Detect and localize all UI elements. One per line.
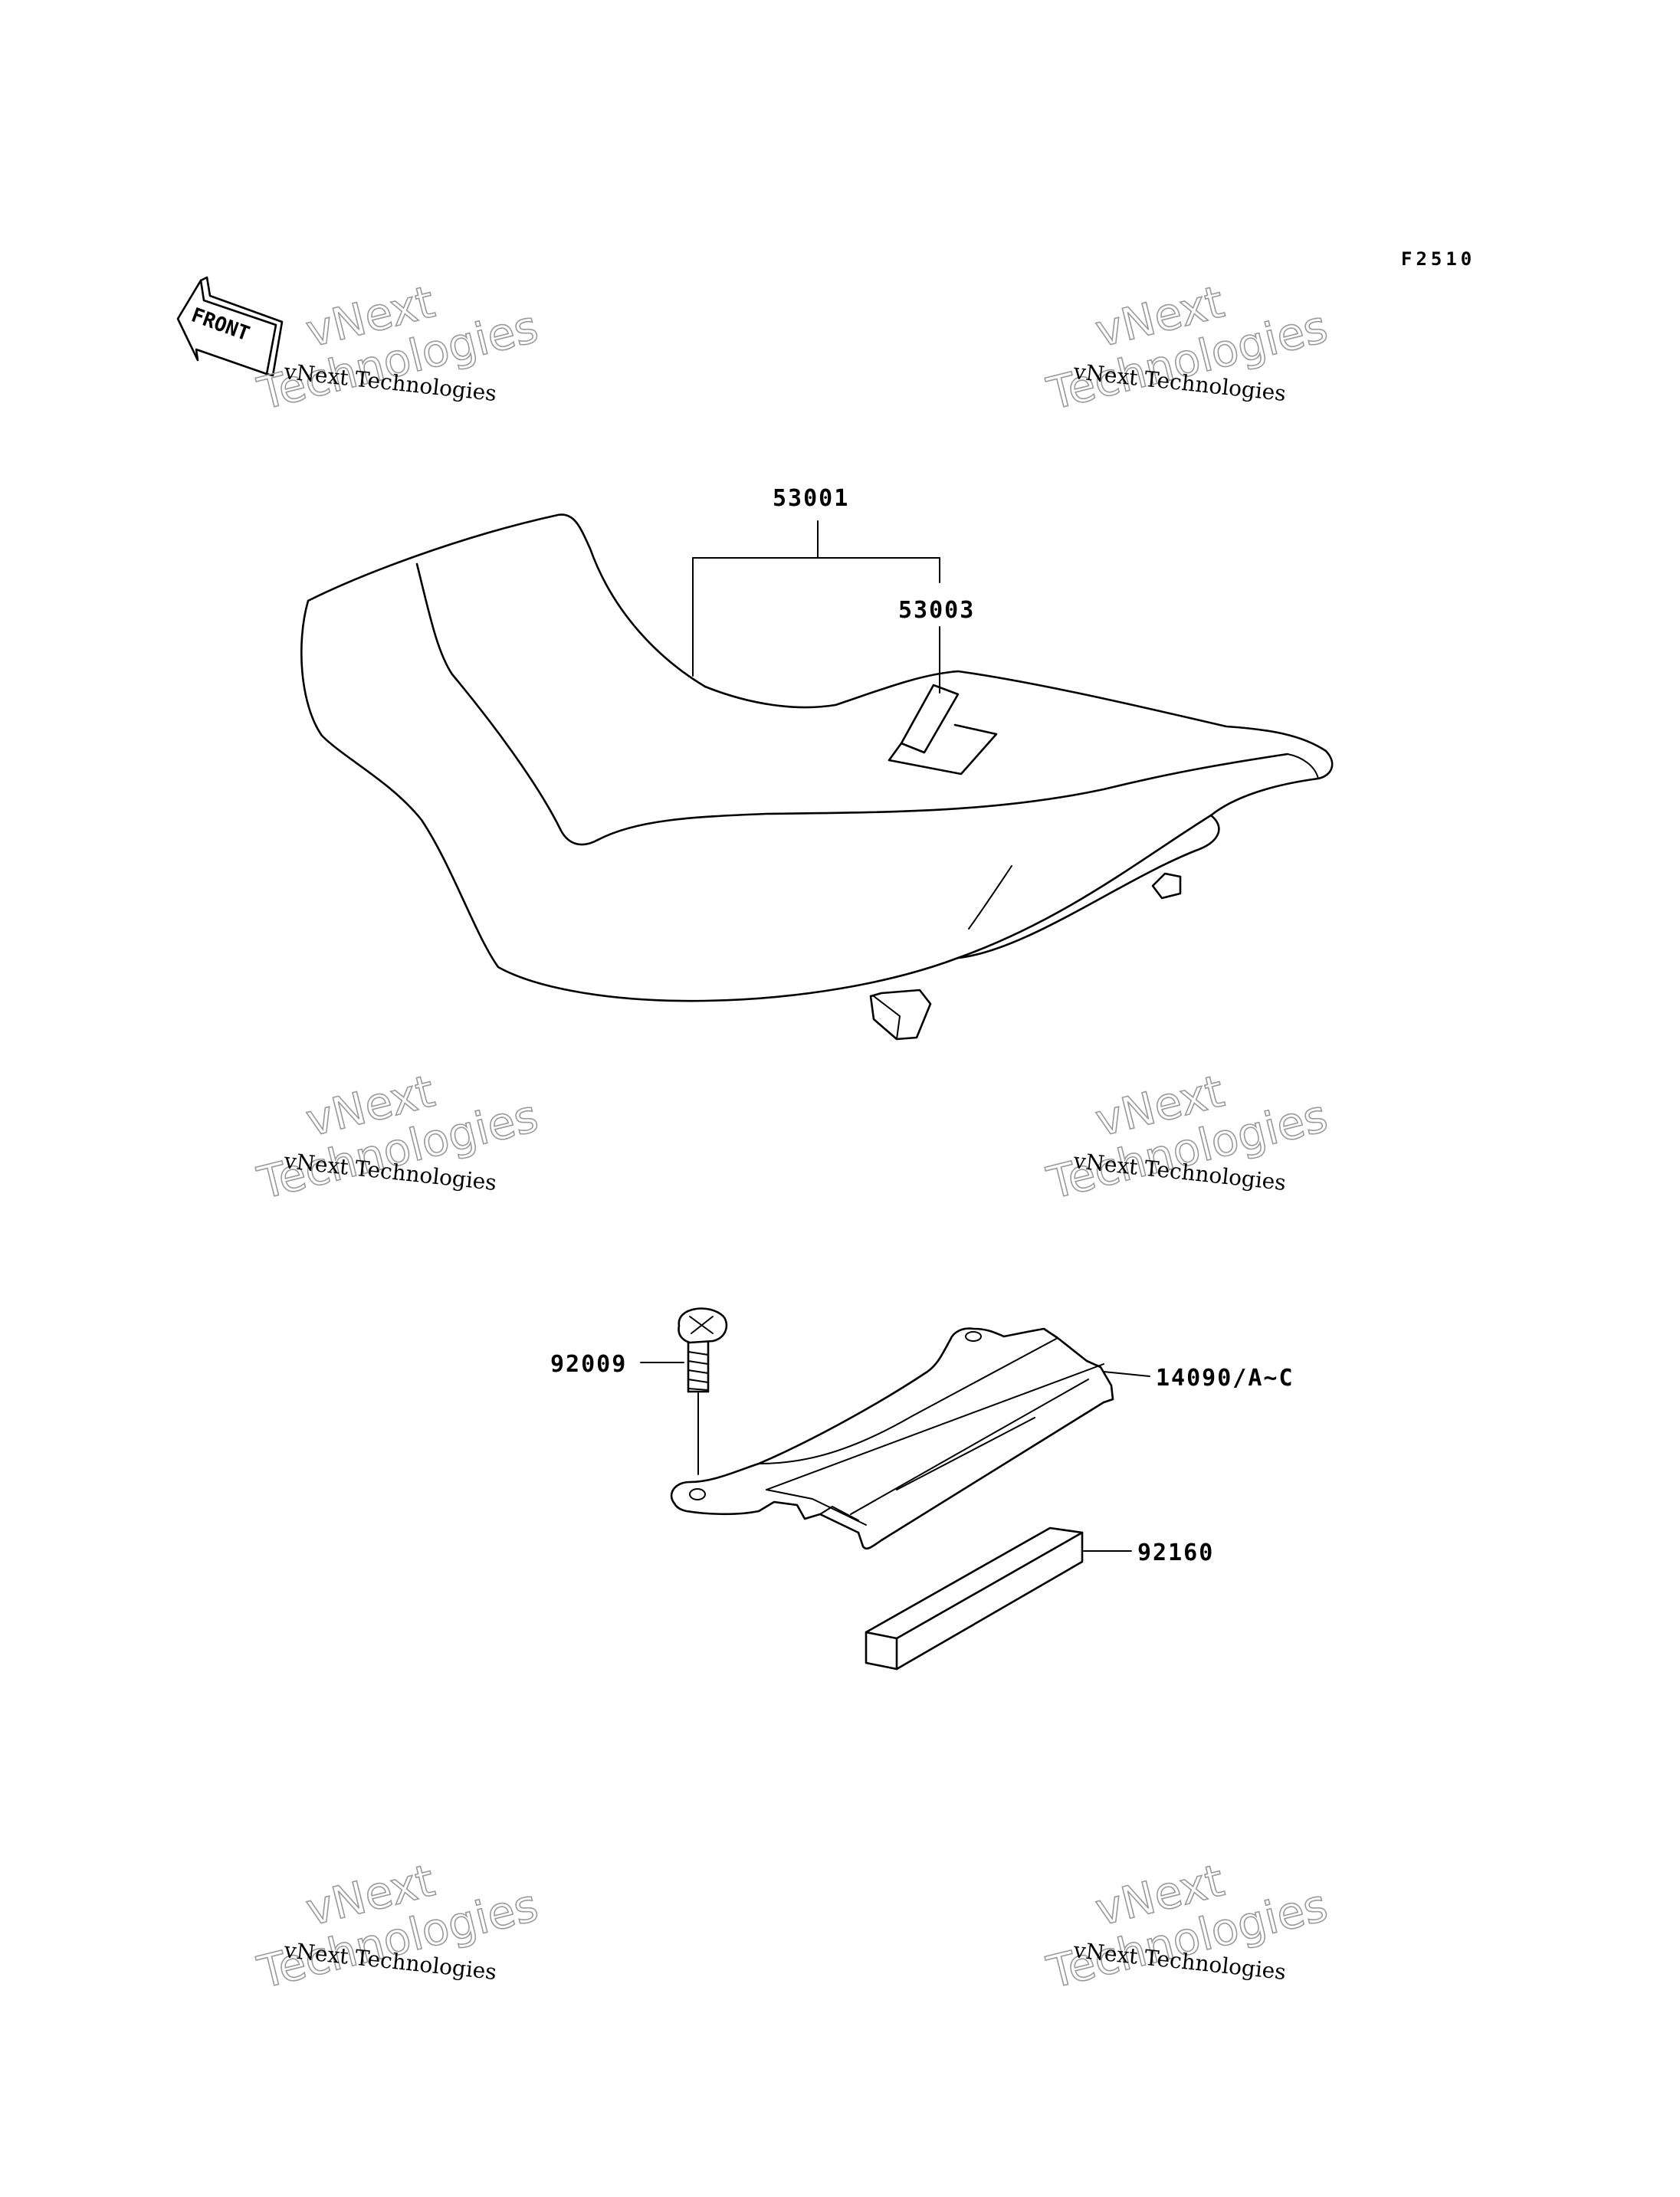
- diagram-code: F2510: [1401, 248, 1475, 270]
- callout-53001: 53001: [773, 485, 849, 512]
- callout-92009: 92009: [550, 1351, 627, 1378]
- front-arrow-icon: FRONT: [176, 276, 284, 377]
- seat-leaders: [692, 520, 940, 694]
- leader-14090: [1103, 1371, 1150, 1377]
- callout-92160: 92160: [1137, 1540, 1214, 1566]
- pad-drawing: [865, 1526, 1084, 1671]
- front-label: FRONT: [189, 303, 253, 346]
- bolt-drawing: [678, 1307, 728, 1475]
- seat-drawing: [300, 513, 1334, 1041]
- callout-53003: 53003: [898, 597, 975, 624]
- bracket-drawing: [670, 1327, 1114, 1550]
- callout-14090: 14090/A~C: [1156, 1365, 1294, 1392]
